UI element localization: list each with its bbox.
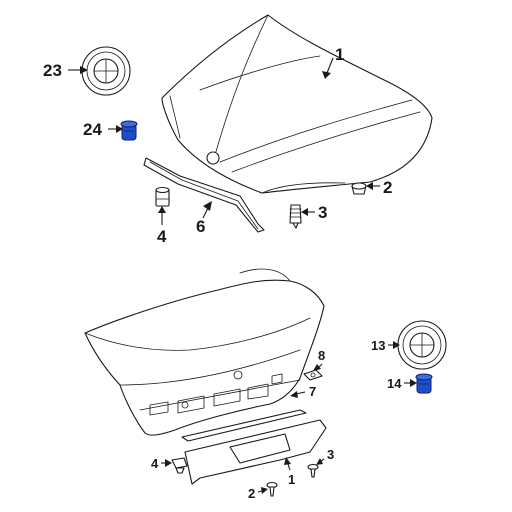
trunk-emblem[interactable] [397,320,447,370]
callout-hood-stop-top: 3 [318,203,327,222]
hood-grommet[interactable] [120,120,138,141]
hood-bumper-left[interactable] [155,186,170,207]
callout-hood-grommet: 24 [83,120,102,139]
callout-trunk-lid: 1 [288,472,295,487]
hood-leader-lines [68,57,380,225]
callout-hood-bumper-left: 4 [157,227,167,246]
callout-hood-bumper-top: 2 [383,178,392,197]
trunk-clip[interactable] [303,369,323,381]
hood-emblem[interactable] [81,46,131,96]
hood-seal[interactable] [143,157,265,233]
trunk-screw[interactable] [266,481,278,497]
callout-trunk-bumper: 4 [151,456,159,471]
trunk-license-panel[interactable] [184,419,327,485]
callout-hood: 1 [335,45,344,64]
hood-stop-top[interactable] [289,204,302,229]
callout-trunk-emblem: 13 [371,338,385,353]
trunk-molding[interactable] [181,409,307,442]
callout-trunk-screw: 2 [248,486,255,501]
callout-trunk-clip: 8 [318,348,325,363]
callout-trunk-molding: 7 [309,384,316,399]
hood-bumper-top[interactable] [351,182,367,195]
trunk-grommet[interactable] [415,373,433,394]
trunk-lid[interactable] [84,268,325,436]
callout-trunk-bolt: 3 [327,447,334,462]
callout-hood-seal: 6 [196,217,205,236]
trunk-leader-lines [161,341,417,494]
hood-panel[interactable] [161,14,433,194]
trunk-bolt[interactable] [307,463,319,478]
callout-trunk-grommet: 14 [387,376,402,391]
callout-hood-emblem: 23 [43,61,62,80]
trunk-bumper[interactable] [171,457,188,474]
